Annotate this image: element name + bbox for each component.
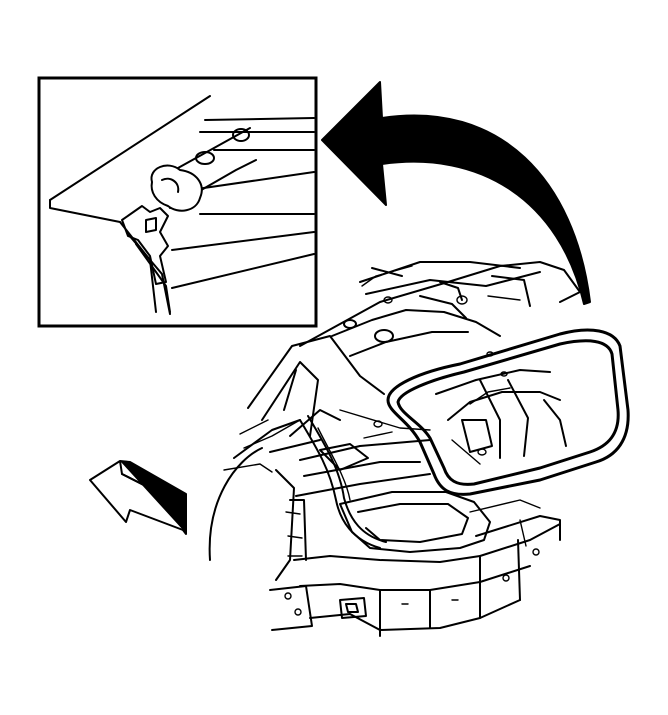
floor-pan bbox=[339, 491, 491, 553]
direction-arrow-icon bbox=[89, 460, 187, 535]
curved-arrow-icon bbox=[321, 81, 591, 305]
inset-panel bbox=[49, 95, 315, 315]
hole-icon bbox=[195, 151, 215, 165]
rear-end-panel bbox=[293, 523, 561, 563]
trunk-weatherstrip bbox=[386, 328, 630, 496]
wiring-harness bbox=[299, 419, 381, 549]
package-shelf bbox=[299, 261, 581, 347]
rear-compartment-assembly bbox=[208, 261, 630, 637]
wheelhouse-outline bbox=[208, 447, 263, 561]
inset-detail bbox=[37, 76, 318, 328]
hole-icon bbox=[232, 128, 250, 142]
quarter-pillar bbox=[247, 335, 385, 409]
